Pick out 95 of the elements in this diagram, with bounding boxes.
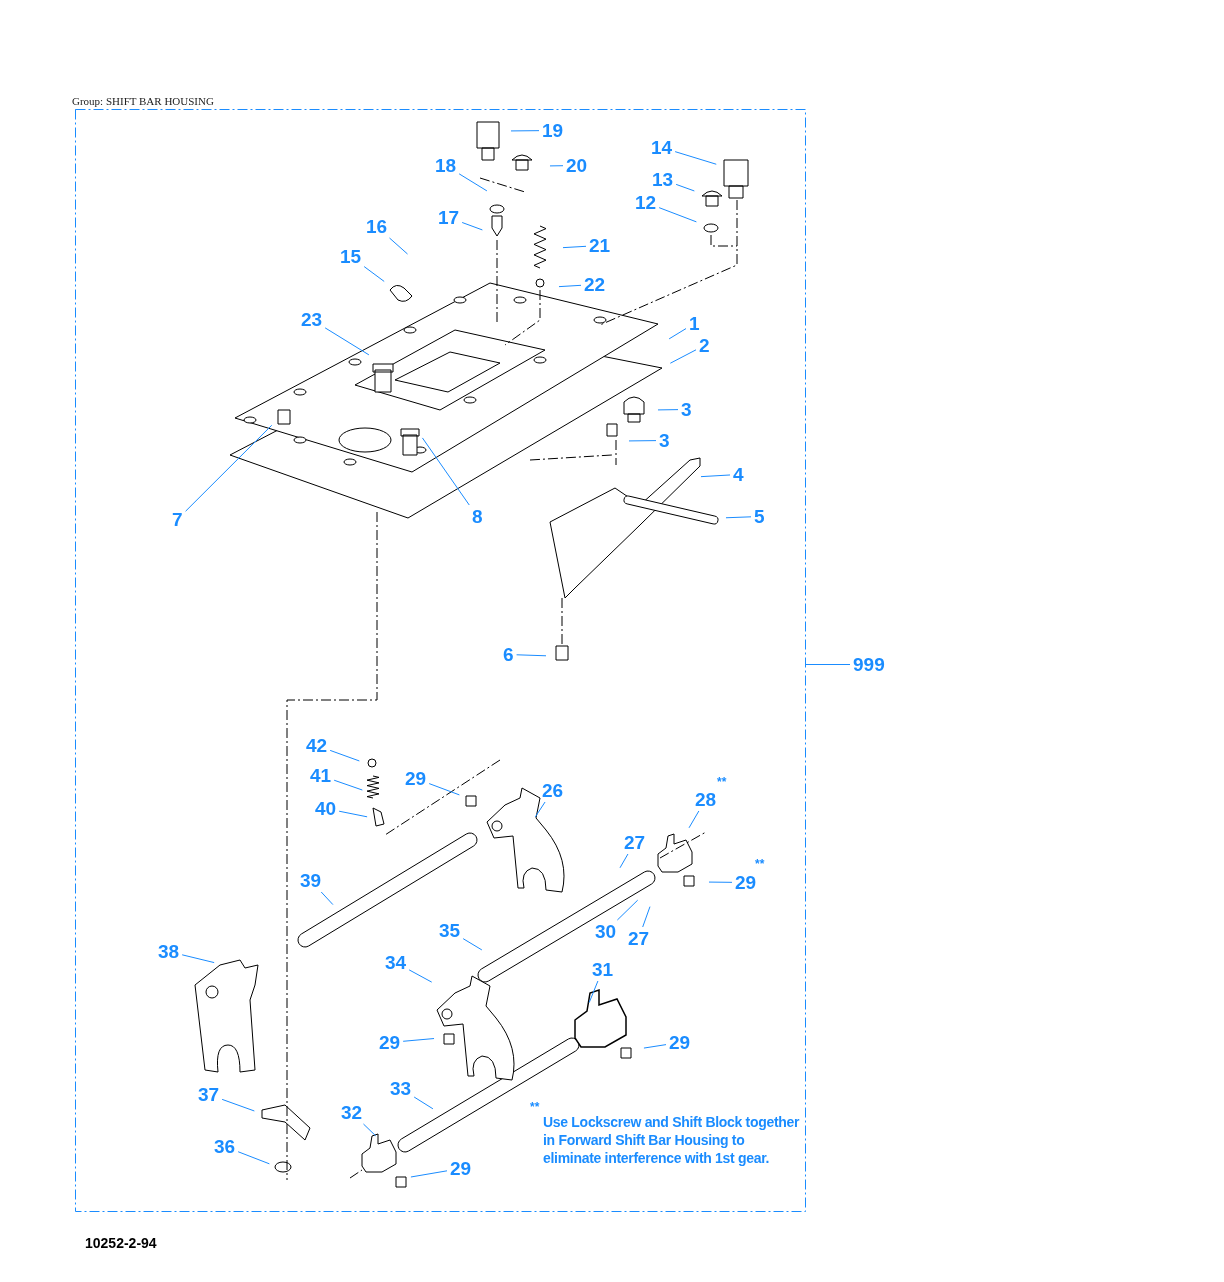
callout-number: 20 xyxy=(565,156,589,175)
leader-line xyxy=(402,1038,435,1042)
group-frame xyxy=(75,109,806,1212)
callout-number: 28 xyxy=(694,790,718,809)
drawing-number: 10252-2-94 xyxy=(85,1236,157,1250)
callout-number: 26 xyxy=(541,781,565,800)
callout-number: 31 xyxy=(591,960,615,979)
callout-number: 27 xyxy=(623,833,647,852)
leader-line xyxy=(237,1151,270,1165)
leader-line xyxy=(408,969,433,983)
leader-line xyxy=(428,783,460,796)
callout-number: 33 xyxy=(389,1079,413,1098)
leader-line xyxy=(616,899,639,921)
group-title: Group: SHIFT BAR HOUSING xyxy=(72,95,214,107)
callout-number: 7 xyxy=(171,510,184,529)
leader-line xyxy=(657,409,679,411)
leader-line xyxy=(642,906,651,928)
callout-number: 38 xyxy=(157,942,181,961)
leader-line xyxy=(510,130,540,132)
leader-line xyxy=(320,891,334,906)
callout-number: 36 xyxy=(213,1137,237,1156)
callout-number: 40 xyxy=(314,799,338,818)
leader-line xyxy=(185,424,273,512)
leader-line xyxy=(324,327,370,356)
callout-number: 6 xyxy=(502,645,515,664)
callout-number: 29 xyxy=(449,1159,473,1178)
footnote-mark: ** xyxy=(530,1101,540,1113)
leader-line xyxy=(619,853,629,869)
callout-number: 41 xyxy=(309,766,333,785)
callout-number: 39 xyxy=(299,871,323,890)
callout-number: 29 xyxy=(378,1033,402,1052)
leader-line xyxy=(461,222,483,231)
leader-line xyxy=(413,1096,434,1110)
callout-number: 29 xyxy=(404,769,428,788)
callout-number: 1 xyxy=(688,314,701,333)
leader-line xyxy=(674,151,717,165)
leader-line xyxy=(458,173,488,192)
leader-line xyxy=(338,810,368,818)
callout-number: 4 xyxy=(732,465,745,484)
callout-number: 12 xyxy=(634,193,658,212)
callout-number: 37 xyxy=(197,1085,221,1104)
callout-number: 23 xyxy=(300,310,324,329)
leader-line xyxy=(668,328,687,340)
callout-number: 34 xyxy=(384,953,408,972)
leader-line xyxy=(410,1170,448,1178)
callout-number: 8 xyxy=(471,507,484,526)
leader-line xyxy=(588,980,599,1003)
leader-line xyxy=(562,245,587,249)
leader-line xyxy=(421,437,470,506)
leader-line xyxy=(725,516,752,519)
leader-line xyxy=(675,183,695,192)
leader-line xyxy=(643,1044,667,1049)
callout-number: 14 xyxy=(650,138,674,157)
leader-line xyxy=(658,207,697,223)
callout-number: 17 xyxy=(437,208,461,227)
footnote-text: Use Lockscrew and Shift Block together in Forward Shift Bar Housing to eliminate interference with 1st gear. xyxy=(543,1113,801,1167)
callout-number: 18 xyxy=(434,156,458,175)
leader-line xyxy=(181,954,215,964)
callout-number: 29 xyxy=(668,1033,692,1052)
leader-line xyxy=(389,237,408,255)
leader-line xyxy=(700,474,731,478)
leader-line xyxy=(805,664,851,665)
callout-number: 15 xyxy=(339,247,363,266)
leader-line xyxy=(516,654,547,657)
callout-number: 30 xyxy=(594,922,618,941)
callout-number: 2 xyxy=(698,336,711,355)
leader-line xyxy=(462,938,483,951)
callout-number: 42 xyxy=(305,736,329,755)
leader-line xyxy=(363,266,385,282)
leader-line xyxy=(221,1098,255,1112)
leader-line xyxy=(333,779,363,791)
leader-line xyxy=(329,749,360,762)
footnote-mark: ** xyxy=(717,776,727,788)
callout-number: 22 xyxy=(583,275,607,294)
leader-line xyxy=(688,810,700,829)
callout-number: 3 xyxy=(680,400,693,419)
callout-number: 3 xyxy=(658,431,671,450)
footnote-mark: ** xyxy=(755,858,765,870)
leader-line xyxy=(362,1123,377,1137)
callout-number: 35 xyxy=(438,921,462,940)
callout-number: 27 xyxy=(627,929,651,948)
callout-number: 999 xyxy=(852,655,886,674)
callout-number: 16 xyxy=(365,217,389,236)
leader-line xyxy=(708,881,733,883)
callout-number: 19 xyxy=(541,121,565,140)
leader-line xyxy=(628,440,657,442)
leader-line xyxy=(669,349,697,364)
leader-line xyxy=(534,801,546,818)
leader-line xyxy=(549,165,564,167)
callout-number: 5 xyxy=(753,507,766,526)
callout-number: 29 xyxy=(734,873,758,892)
callout-number: 13 xyxy=(651,170,675,189)
leader-line xyxy=(558,284,582,288)
callout-number: 21 xyxy=(588,236,612,255)
callout-number: 32 xyxy=(340,1103,364,1122)
